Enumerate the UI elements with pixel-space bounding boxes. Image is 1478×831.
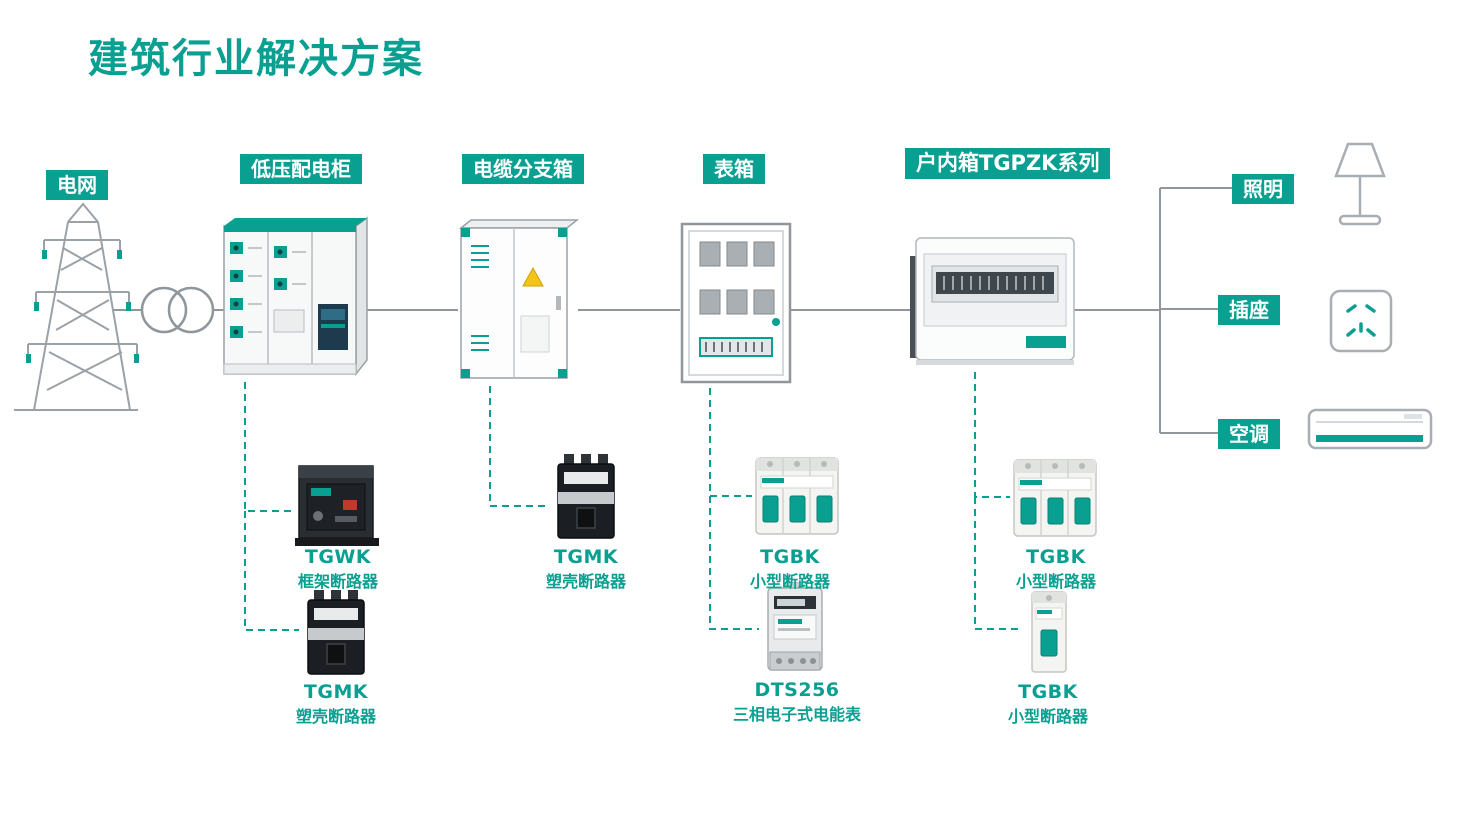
- tag-ac: 空调: [1218, 419, 1280, 449]
- product-label-tgbk-meter: TGBK 小型断路器: [749, 546, 830, 591]
- power-tower-icon: [14, 202, 138, 411]
- tag-socket: 插座: [1218, 295, 1280, 325]
- socket-icon: [1328, 288, 1394, 354]
- transformer-icon: [140, 286, 215, 334]
- tag-cabinet: 低压配电柜: [240, 154, 362, 184]
- product-label-tgbk-indoor1: TGBK 小型断路器: [1015, 546, 1096, 591]
- product-label-tgmk-cabinet: TGMK 塑壳断路器: [295, 681, 376, 726]
- page-title: 建筑行业解决方案: [88, 36, 424, 82]
- product-tgbk-indoor1-image: [1010, 450, 1102, 546]
- product-tgmk-cabinet-image: [299, 588, 373, 684]
- product-tgbk-indoor2-image: [1019, 586, 1079, 680]
- branch-box-illustration: [455, 216, 583, 388]
- product-label-tgwk: TGWK 框架断路器: [297, 546, 378, 591]
- indoor-box-illustration: [908, 228, 1080, 376]
- product-tgbk-meter-image: [752, 448, 844, 544]
- product-tgmk-branch-image: [549, 452, 623, 548]
- meter-box-illustration: [678, 220, 796, 386]
- product-label-dts256: DTS256 三相电子式电能表: [732, 679, 861, 724]
- ac-icon: [1306, 404, 1436, 458]
- lamp-icon: [1322, 136, 1396, 234]
- product-label-tgbk-indoor2: TGBK 小型断路器: [1007, 681, 1088, 726]
- tag-grid: 电网: [46, 170, 108, 200]
- product-label-tgmk-branch: TGMK 塑壳断路器: [545, 546, 626, 591]
- tag-indoor-box: 户内箱TGPZK系列: [905, 148, 1111, 179]
- product-dts256-image: [759, 582, 831, 684]
- cabinet-illustration: [222, 212, 370, 384]
- tag-meter-box: 表箱: [703, 154, 765, 184]
- tag-lighting: 照明: [1232, 174, 1294, 204]
- tag-branch-box: 电缆分支箱: [462, 154, 584, 184]
- product-tgwk-image: [295, 456, 379, 550]
